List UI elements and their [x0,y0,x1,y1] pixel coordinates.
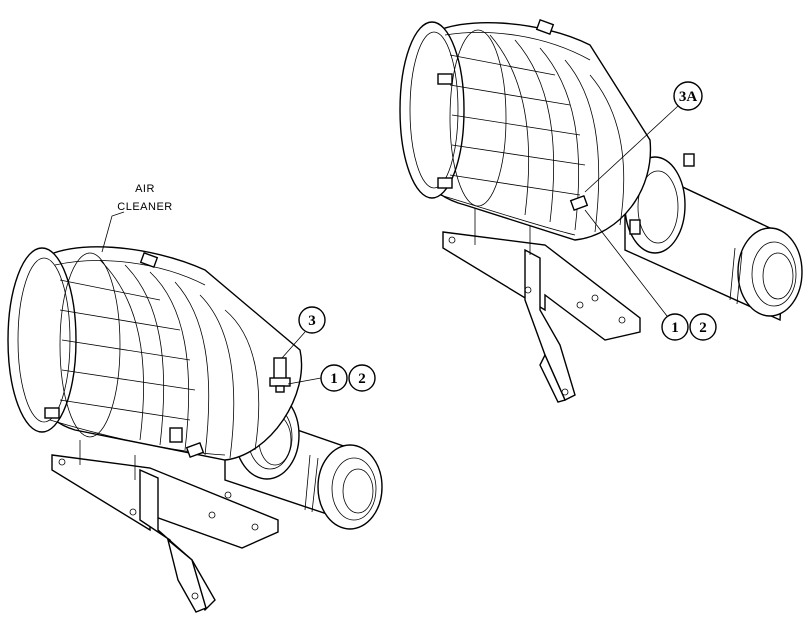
svg-text:2: 2 [699,320,707,336]
svg-text:3: 3 [308,313,316,329]
svg-text:1: 1 [671,320,679,336]
left-air-cleaner-assembly: AIR CLEANER 3 1 2 [7,183,383,613]
left-restriction-indicator [269,357,291,393]
right-callout-3a[interactable]: 3A [584,81,703,193]
left-callout-2[interactable]: 2 [348,364,376,392]
right-callout-1[interactable]: 1 [584,209,689,341]
right-callout-2[interactable]: 2 [689,313,717,341]
left-canister [7,246,303,461]
svg-text:1: 1 [330,371,338,387]
left-callout-3[interactable]: 3 [281,306,326,359]
right-air-cleaner-assembly: 3A 1 2 [399,19,803,403]
air-cleaner-label: AIR CLEANER [101,183,172,253]
right-outlet-tube [624,153,803,322]
svg-text:3A: 3A [679,89,698,105]
left-callout-1[interactable]: 1 [287,364,348,392]
air-cleaner-label-line1: AIR [135,183,155,195]
right-mounting-bracket [442,200,641,403]
svg-text:2: 2 [358,371,366,387]
left-mounting-bracket [51,440,279,613]
right-canister [399,19,652,241]
air-cleaner-label-line2: CLEANER [117,201,172,213]
